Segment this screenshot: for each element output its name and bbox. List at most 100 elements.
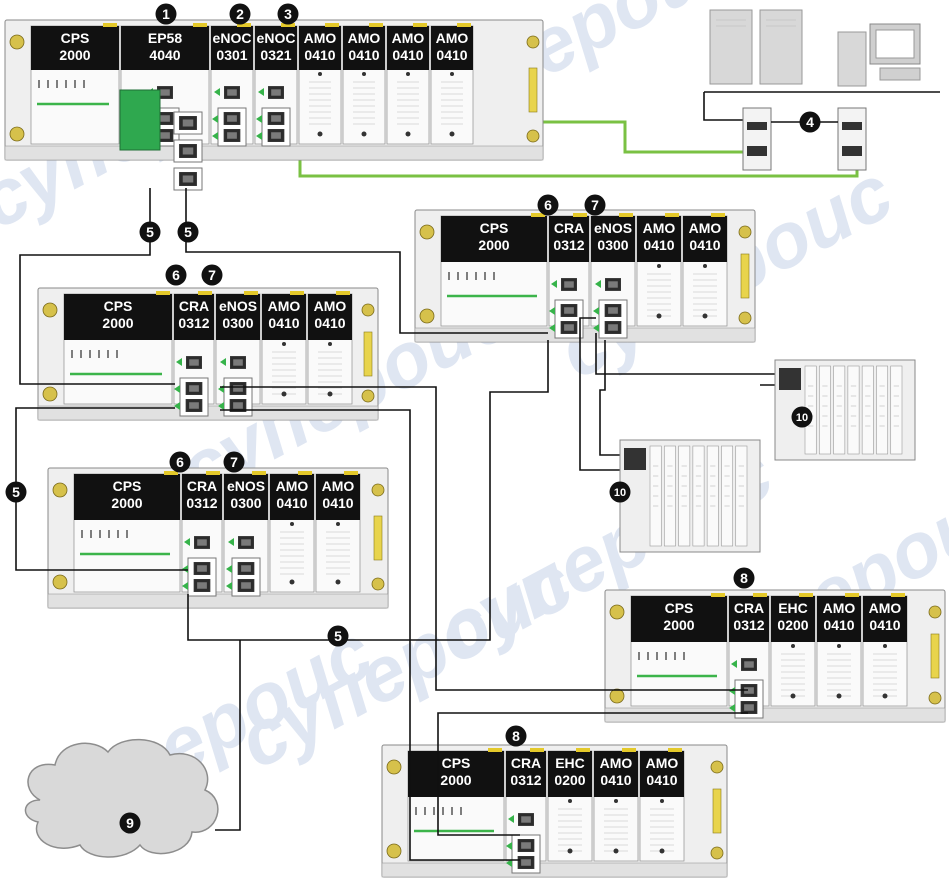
module-name-ehc: EHC xyxy=(778,600,808,616)
callout-number: 5 xyxy=(146,224,154,240)
module-number-amo: 0410 xyxy=(689,237,720,253)
module-number-ehc: 0200 xyxy=(777,617,808,633)
ring-cable-d xyxy=(187,340,549,641)
callout-3: 3 xyxy=(277,3,299,25)
ring-cable-f xyxy=(220,409,520,861)
callout-8: 8 xyxy=(733,567,755,589)
module-number-cps: 2000 xyxy=(102,315,133,331)
module-number-amo: 0410 xyxy=(348,47,379,63)
module-name-ep: EP58 xyxy=(148,30,182,46)
module-name-amo: AMO xyxy=(276,478,309,494)
module-name-cps: CPS xyxy=(61,30,90,46)
module-number-cps: 2000 xyxy=(663,617,694,633)
module-number-cps: 2000 xyxy=(478,237,509,253)
callout-number: 1 xyxy=(162,6,170,22)
module-number-amo: 0410 xyxy=(392,47,423,63)
module-number-cps: 2000 xyxy=(59,47,90,63)
module-number-ehc: 0200 xyxy=(554,772,585,788)
callout-9: 9 xyxy=(119,812,141,834)
io-island-group xyxy=(619,359,916,553)
module-name-cra: CRA xyxy=(179,298,209,314)
module-name-amo: AMO xyxy=(689,220,722,236)
module-number-amo: 0410 xyxy=(276,495,307,511)
module-name-amo: AMO xyxy=(304,30,337,46)
module-number-amo: 0410 xyxy=(869,617,900,633)
module-number-cra: 0312 xyxy=(510,772,541,788)
callout-number: 10 xyxy=(614,487,626,499)
module-name-amo: AMO xyxy=(314,298,347,314)
module-number-enos: 0300 xyxy=(597,237,628,253)
module-number-amo: 0410 xyxy=(436,47,467,63)
module-name-cps: CPS xyxy=(104,298,133,314)
ring-cable-e xyxy=(220,386,748,691)
module-number-enos: 0300 xyxy=(222,315,253,331)
callout-number: 9 xyxy=(126,815,134,831)
module-name-enoc301: eNOC xyxy=(213,30,252,46)
module-number-enoc321: 0321 xyxy=(260,47,291,63)
module-name-amo: AMO xyxy=(322,478,355,494)
module-name-cra: CRA xyxy=(734,600,764,616)
cloud-network xyxy=(24,738,219,858)
module-number-cps: 2000 xyxy=(440,772,471,788)
module-name-amo: AMO xyxy=(869,600,902,616)
module-number-amo: 0410 xyxy=(643,237,674,253)
callout-6: 6 xyxy=(165,264,187,286)
ring-cable-g xyxy=(437,712,748,836)
module-name-amo: AMO xyxy=(436,30,469,46)
callout-number: 5 xyxy=(334,628,342,644)
rack-layer: CPS2000EP584040eNOC0301eNOC0321AMO0410AM… xyxy=(4,19,946,878)
module-name-cra: CRA xyxy=(554,220,584,236)
callout-number: 3 xyxy=(284,6,292,22)
callout-number: 5 xyxy=(184,224,192,240)
module-number-cra: 0312 xyxy=(553,237,584,253)
module-name-amo: AMO xyxy=(823,600,856,616)
callout-1: 1 xyxy=(155,3,177,25)
module-number-amo: 0410 xyxy=(304,47,335,63)
module-name-amo: AMO xyxy=(643,220,676,236)
drop-cable-3 xyxy=(599,340,628,456)
module-name-cps: CPS xyxy=(113,478,142,494)
callout-7: 7 xyxy=(223,451,245,473)
callout-number: 5 xyxy=(12,484,20,500)
module-number-cra: 0312 xyxy=(178,315,209,331)
callout-10: 10 xyxy=(791,406,813,428)
rack-main: CPS2000EP584040eNOC0301eNOC0321AMO0410AM… xyxy=(4,19,544,191)
callout-10: 10 xyxy=(609,481,631,503)
module-number-enos: 0300 xyxy=(230,495,261,511)
callout-5: 5 xyxy=(5,481,27,503)
drop-cable-2 xyxy=(579,317,628,471)
callout-number: 7 xyxy=(591,197,599,213)
callout-number: 10 xyxy=(796,412,808,424)
callout-5: 5 xyxy=(139,221,161,243)
callout-8: 8 xyxy=(505,725,527,747)
callout-number: 8 xyxy=(740,570,748,586)
callout-5: 5 xyxy=(327,625,349,647)
callout-4: 4 xyxy=(799,111,821,133)
module-name-enos: eNOS xyxy=(594,220,632,236)
cloud-cable xyxy=(215,640,241,831)
